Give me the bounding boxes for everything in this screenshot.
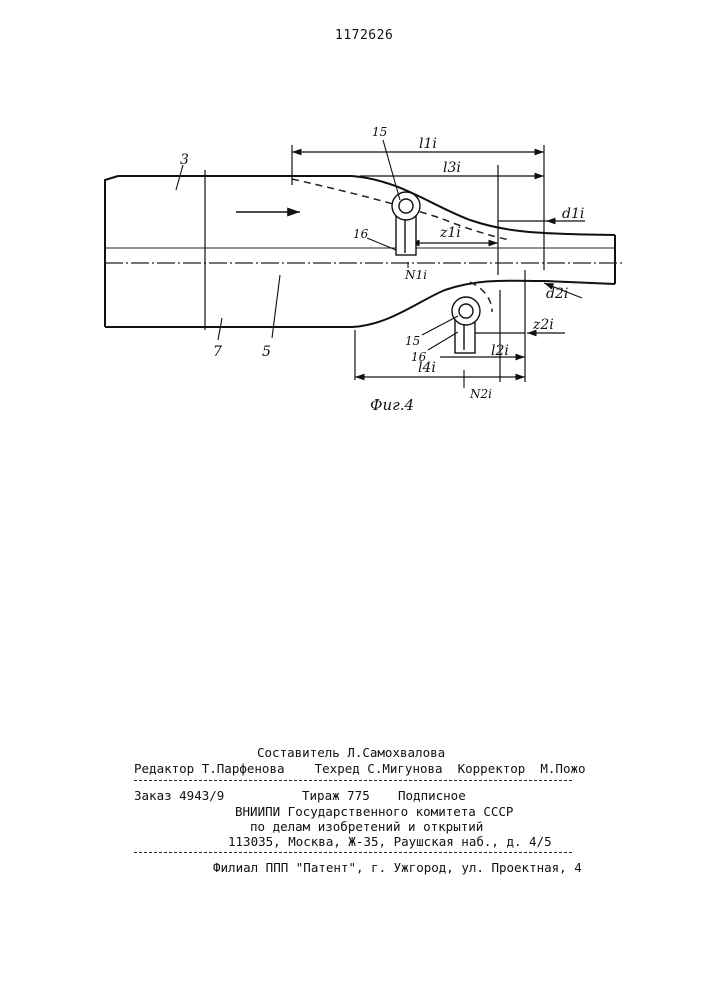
label-d1i: d1i [562, 206, 584, 222]
subscription: Подписное [398, 788, 466, 803]
figure-caption: Фиг.4 [370, 396, 414, 414]
label-z2i: z2i [532, 317, 554, 333]
compiler-line: Составитель Л.Самохвалова [257, 745, 445, 760]
label-n1i: N1i [404, 268, 427, 282]
branch-line: Филиал ППП "Патент", г. Ужгород, ул. Про… [213, 860, 582, 875]
label-n2i: N2i [469, 387, 492, 401]
divider-1 [134, 780, 572, 781]
label-ref-15-top: 15 [372, 125, 387, 139]
divider-2 [134, 852, 572, 853]
label-l1i: l1i [419, 136, 437, 152]
label-d2i: d2i [546, 286, 568, 302]
label-ref-16-bottom: 16 [411, 350, 427, 364]
leader-15-bottom [422, 316, 458, 335]
label-l2i: l2i [491, 343, 509, 359]
circulation: Тираж 775 [302, 788, 370, 803]
leader-3 [176, 165, 183, 190]
leader-16-bottom [428, 332, 458, 350]
label-ref-16-top: 16 [353, 227, 369, 241]
label-ref-5: 5 [262, 344, 271, 360]
leader-15-top [383, 140, 400, 200]
org-line-2: по делам изобретений и открытий [250, 819, 483, 834]
editors-line: Редактор Т.Парфенова Техред С.Мигунова К… [134, 761, 586, 776]
label-ref-7: 7 [213, 344, 222, 360]
label-ref-15-bottom: 15 [405, 334, 420, 348]
lower-roller-assembly [452, 297, 480, 353]
leader-5 [272, 275, 280, 338]
leader-7 [218, 318, 222, 340]
upper-roller-assembly [392, 192, 420, 255]
address-line: 113035, Москва, Ж-35, Раушская наб., д. … [228, 834, 552, 849]
label-l3i: l3i [443, 160, 461, 176]
body-left-edge [105, 176, 118, 327]
org-line-1: ВНИИПИ Государственного комитета СССР [235, 804, 513, 819]
order-number: Заказ 4943/9 [134, 788, 224, 803]
label-z1i: z1i [439, 225, 461, 241]
label-ref-3: 3 [180, 152, 189, 168]
